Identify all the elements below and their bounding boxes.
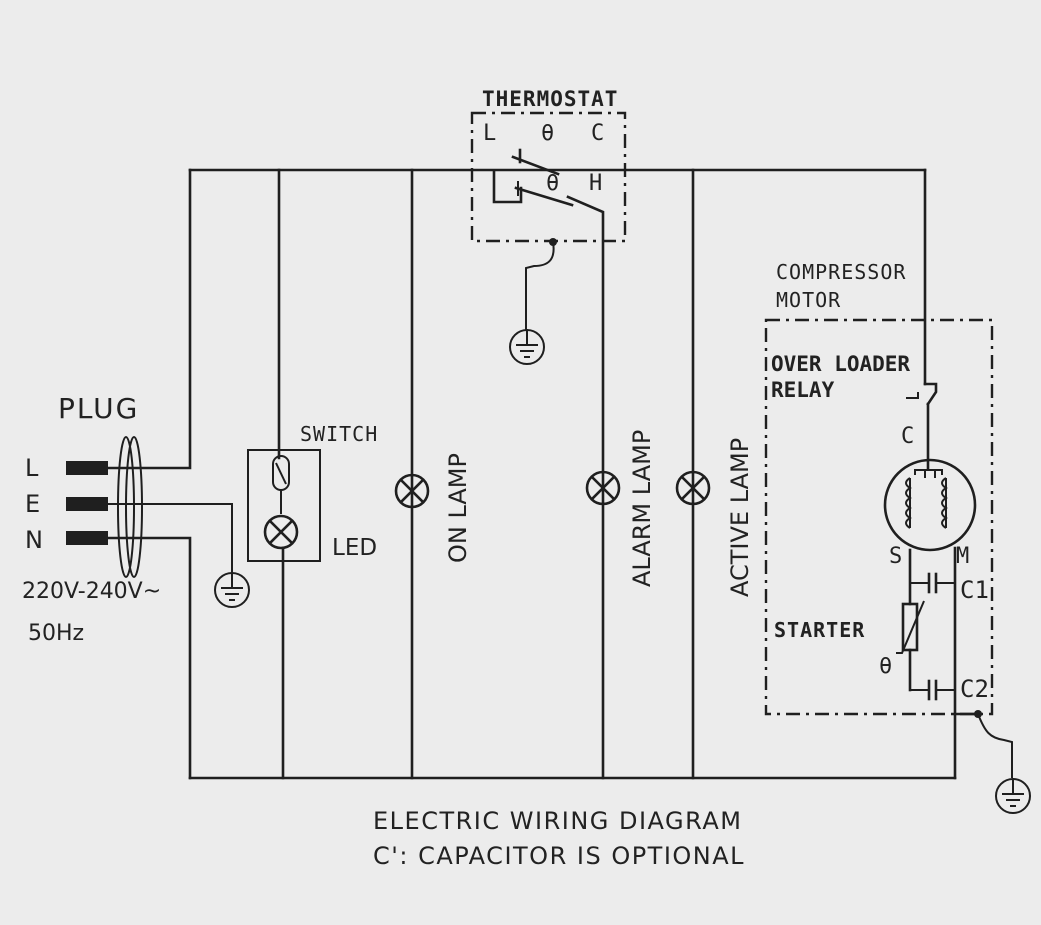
led-lamp-icon bbox=[263, 514, 299, 550]
thermostat-h: H bbox=[589, 171, 602, 196]
terminal-m-label: M bbox=[956, 544, 969, 569]
terminal-c-label: C bbox=[901, 424, 914, 449]
starter-theta-label: θ bbox=[879, 654, 892, 679]
led-label: LED bbox=[332, 535, 377, 561]
starter-ptc-icon bbox=[896, 600, 925, 692]
plug-cable-loop-1 bbox=[117, 436, 135, 578]
thermostat: THERMOSTAT L θ C θ H bbox=[470, 87, 627, 330]
plug-label: PLUG bbox=[58, 392, 139, 425]
relay-label-line1: OVER LOADER bbox=[771, 352, 910, 376]
switch-led-box: SWITCH LED bbox=[247, 422, 378, 562]
c2-label: C2 bbox=[960, 675, 989, 703]
compressor-title-line2: MOTOR bbox=[776, 288, 841, 312]
active-lamp-label: ACTIVE LAMP bbox=[726, 438, 754, 597]
capacitor-c2-icon bbox=[910, 679, 955, 701]
ground-icon-compressor bbox=[995, 778, 1031, 814]
thermostat-box bbox=[470, 111, 627, 243]
ground-icon-plug bbox=[214, 572, 250, 608]
capacitor-c1-icon bbox=[910, 572, 955, 594]
plug: PLUG L E N 220V-240V~ 50Hz bbox=[22, 392, 161, 646]
voltage-text: 220V-240V~ bbox=[22, 579, 161, 604]
on-lamp-label: ON LAMP bbox=[444, 453, 472, 563]
on-lamp-icon bbox=[394, 473, 430, 509]
active-lamp-icon bbox=[675, 470, 711, 506]
capacitor-note: C': CAPACITOR IS OPTIONAL bbox=[373, 842, 745, 870]
motor-icon bbox=[883, 458, 977, 552]
terminal-s-label: S bbox=[889, 544, 902, 569]
switch-label: SWITCH bbox=[300, 422, 378, 446]
overload-relay-contact bbox=[923, 382, 938, 406]
thermostat-link bbox=[492, 170, 523, 204]
compressor-ground-lead bbox=[977, 713, 1013, 778]
starter-label: STARTER bbox=[774, 618, 865, 642]
thermostat-c: C bbox=[591, 121, 604, 146]
thermostat-l: L bbox=[483, 121, 496, 146]
frequency-text: 50Hz bbox=[28, 621, 84, 646]
pin-e-label: E bbox=[25, 490, 40, 518]
alarm-lamp-icon bbox=[585, 470, 621, 506]
compressor-box bbox=[764, 318, 994, 716]
alarm-lamp-label: ALARM LAMP bbox=[628, 430, 656, 587]
pin-n-label: N bbox=[25, 526, 43, 554]
thermostat-theta-2: θ bbox=[546, 171, 559, 196]
thermostat-ground-lead bbox=[525, 241, 555, 330]
pin-l bbox=[66, 461, 108, 475]
relay-label-line2: RELAY bbox=[771, 378, 835, 402]
plug-cable-loop-2 bbox=[125, 436, 143, 578]
thermostat-label: THERMOSTAT bbox=[482, 87, 618, 111]
switch-box bbox=[247, 449, 321, 562]
compressor-motor: COMPRESSOR MOTOR OVER LOADER RELAY C S M bbox=[764, 260, 1013, 780]
thermostat-contact-2 bbox=[514, 186, 574, 207]
pin-e bbox=[66, 497, 108, 511]
c1-label: C1 bbox=[960, 576, 989, 604]
compressor-title-line1: COMPRESSOR bbox=[776, 260, 906, 284]
main-wires bbox=[106, 168, 957, 780]
pin-n bbox=[66, 531, 108, 545]
pin-l-label: L bbox=[25, 454, 39, 482]
ground-icon-thermostat bbox=[509, 329, 545, 365]
diagram-title: ELECTRIC WIRING DIAGRAM bbox=[373, 807, 742, 835]
thermostat-theta-1: θ bbox=[541, 121, 554, 146]
